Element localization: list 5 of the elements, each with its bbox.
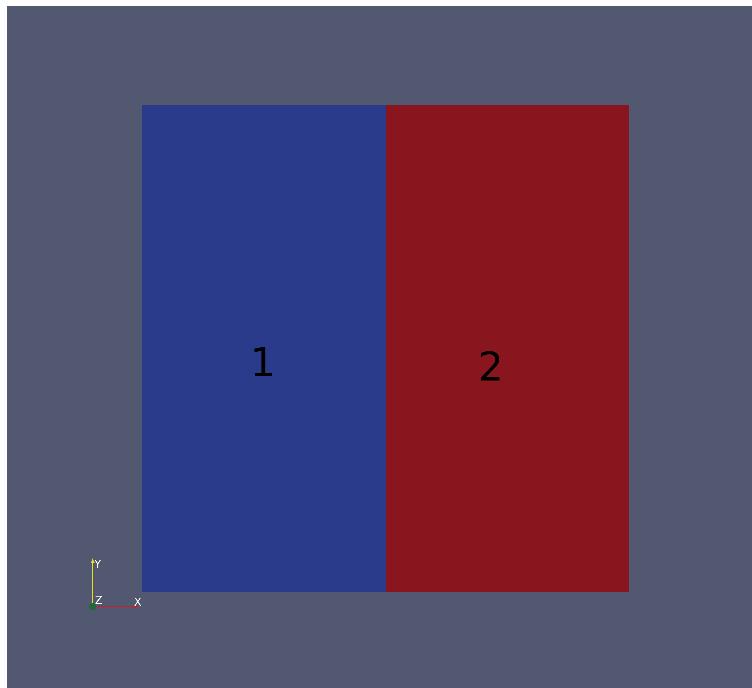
region-box: 2 — [386, 105, 629, 592]
axis-label: Z — [96, 596, 102, 604]
axis-label: Y — [94, 560, 102, 568]
region-box: 1 — [142, 105, 386, 592]
axis-label: X — [134, 598, 142, 606]
